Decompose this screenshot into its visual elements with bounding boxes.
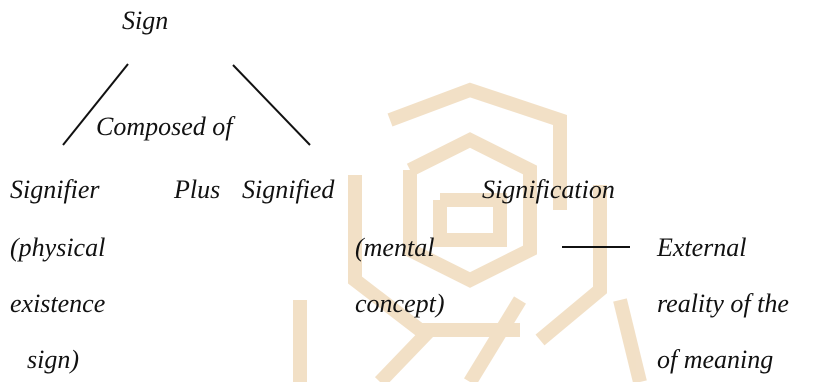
signified-desc-line-1: (mental xyxy=(355,233,435,262)
relation-composed-of: Composed of xyxy=(96,112,233,141)
left-branch-line xyxy=(62,63,129,146)
signifier-desc-line-3: sign) xyxy=(27,345,79,374)
signifier-desc-line-2: existence xyxy=(10,289,106,318)
signified-label: Signified xyxy=(242,175,335,204)
right-branch-line xyxy=(232,64,311,146)
root-node-sign: Sign xyxy=(122,6,169,35)
external-desc-line-2: reality of the xyxy=(657,289,789,318)
plus-connector: Plus xyxy=(174,175,221,204)
external-desc-line-3: of meaning xyxy=(657,345,774,374)
signification-label: Signification xyxy=(482,175,615,204)
signifier-label: Signifier xyxy=(10,175,100,204)
signified-desc-line-2: concept) xyxy=(355,289,445,318)
external-desc-line-1: External xyxy=(657,233,747,262)
signifier-desc-line-1: (physical xyxy=(10,233,106,262)
